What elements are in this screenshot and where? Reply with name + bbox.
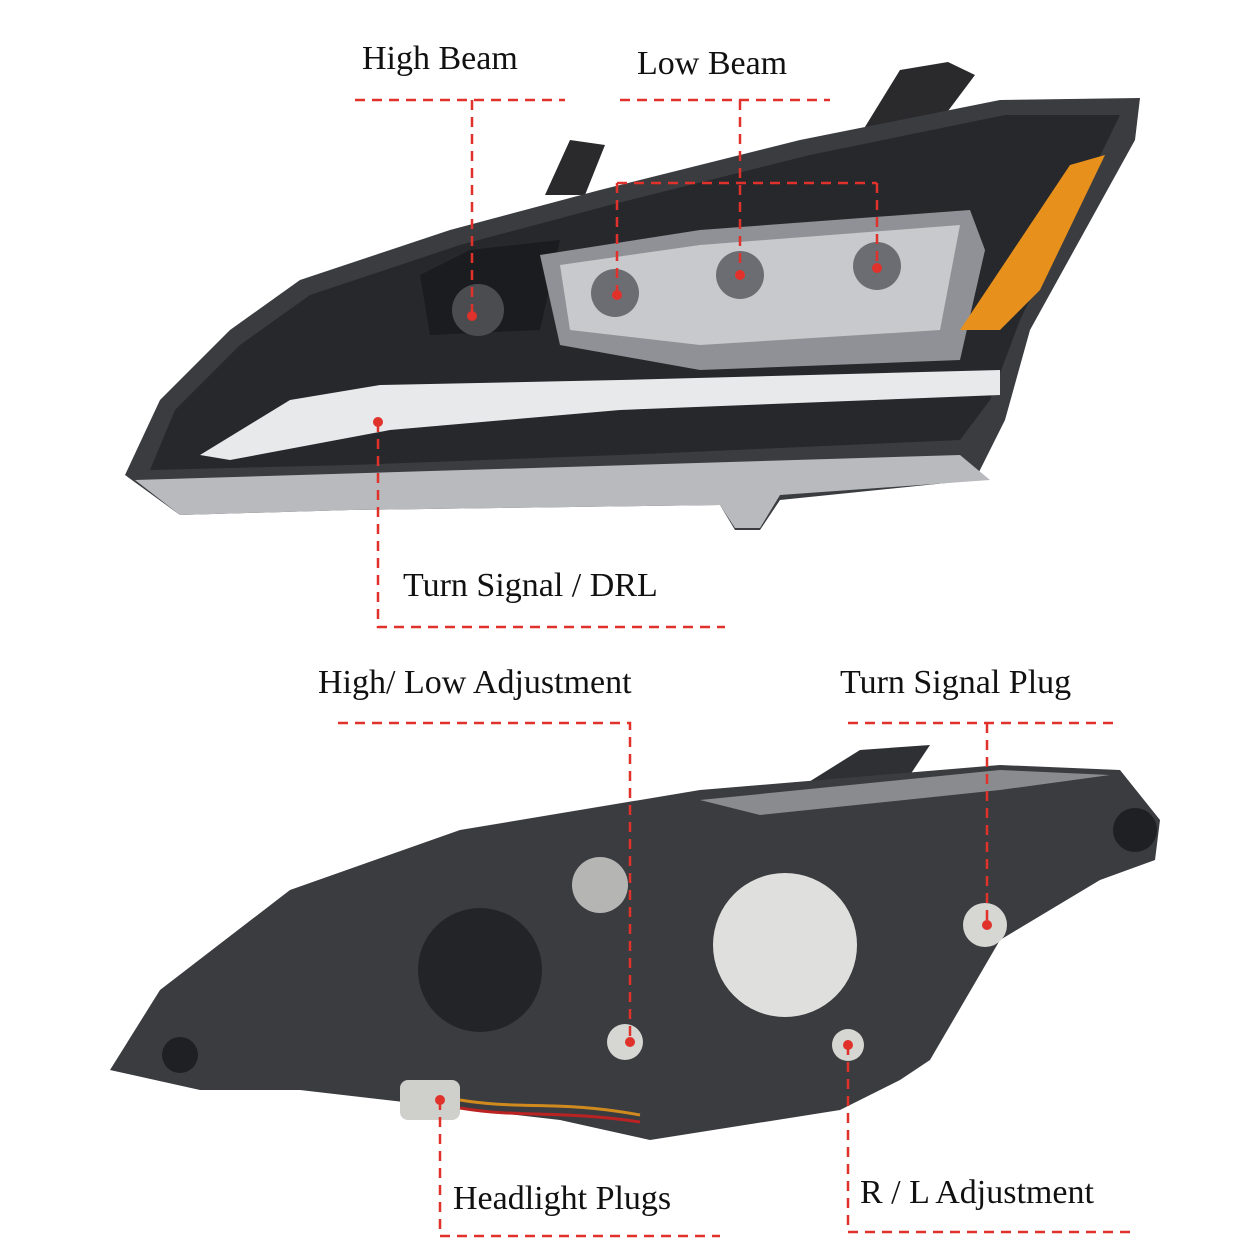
label-low-beam: Low Beam — [637, 45, 788, 82]
label-headlight-plugs: Headlight Plugs — [453, 1180, 672, 1217]
leader-lines — [338, 98, 1130, 1238]
headlight-rear-view — [110, 745, 1160, 1140]
headlight-front-view — [125, 62, 1140, 530]
callout-dots — [373, 263, 992, 1105]
label-high-low-adjustment: High/ Low Adjustment — [318, 664, 632, 701]
label-rl-adjustment: R / L Adjustment — [860, 1174, 1094, 1211]
amber-reflector — [960, 155, 1105, 330]
label-turn-signal-plug: Turn Signal Plug — [840, 664, 1072, 701]
label-high-beam: High Beam — [362, 40, 518, 77]
label-turn-signal-drl: Turn Signal / DRL — [403, 567, 658, 604]
bulb-cap — [713, 873, 857, 1017]
